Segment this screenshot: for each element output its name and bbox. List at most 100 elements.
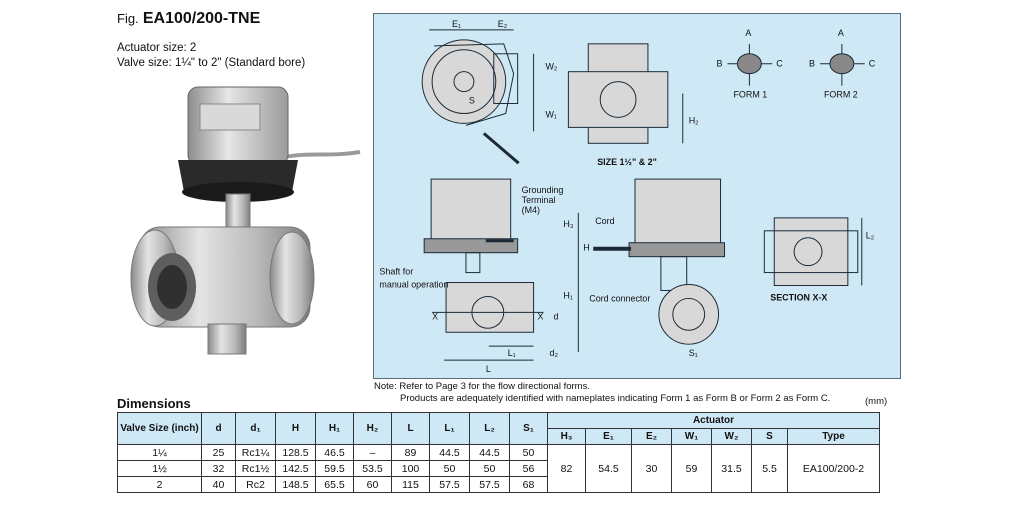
actuator-size-text: Actuator size: 2	[117, 42, 197, 54]
note-line-2: Products are adequately identified with …	[400, 392, 831, 404]
label-d: d	[553, 311, 558, 321]
header-w1: W₁	[671, 428, 712, 445]
label-cord-connector: Cord connector	[589, 293, 650, 303]
header-w2: W₂	[711, 428, 752, 445]
header-e2: E₂	[631, 428, 672, 445]
cell-h: 148.5	[275, 476, 316, 493]
cell-h1: 59.5	[315, 460, 354, 477]
figure-title: Fig. EA100/200-TNE	[117, 10, 260, 28]
cell-h3: 82	[547, 444, 586, 493]
label-section: SECTION X-X	[770, 292, 827, 302]
cell-l2: 44.5	[469, 444, 510, 461]
cell-h1: 65.5	[315, 476, 354, 493]
cell-type: EA100/200-2	[787, 444, 880, 493]
header-l1: L₁	[429, 412, 470, 445]
label-b-form1: B	[717, 59, 723, 69]
label-s1: S₁	[689, 348, 698, 358]
cell-d1: Rc1¼	[235, 444, 276, 461]
label-a-form1: A	[745, 28, 751, 38]
cell-l2: 57.5	[469, 476, 510, 493]
cell-d: 32	[201, 460, 236, 477]
header-s: S	[751, 428, 788, 445]
cell-h2: 60	[353, 476, 392, 493]
cell-h: 142.5	[275, 460, 316, 477]
header-h: H	[275, 412, 316, 445]
cell-l1: 50	[429, 460, 470, 477]
figure-model: EA100/200-TNE	[142, 10, 261, 27]
label-h2: H₂	[689, 115, 699, 125]
valve-product-photo	[130, 86, 361, 355]
label-grounding-1: Grounding	[522, 185, 564, 195]
cell-h: 128.5	[275, 444, 316, 461]
cell-l: 115	[391, 476, 430, 493]
label-a-form2: A	[838, 28, 844, 38]
cell-w1: 59	[671, 444, 712, 493]
label-grounding-3: (M4)	[522, 205, 540, 215]
cell-l2: 50	[469, 460, 510, 477]
header-d1: d₁	[235, 412, 276, 445]
cell-d1: Rc1½	[235, 460, 276, 477]
technical-drawing: E₁ E₂ W₂ W₁ S H₂ SIZE 1½" & 2" A A B C B…	[373, 13, 901, 379]
label-form1: FORM 1	[733, 90, 767, 100]
dimensions-table: Valve Size (inch) d d₁ H H₁ H₂ L L₁ L₂ S…	[117, 412, 880, 493]
header-s1: S₁	[509, 412, 548, 445]
label-d2: d₂	[549, 348, 558, 358]
header-actuator: Actuator	[547, 412, 880, 429]
label-w1: W₁	[546, 109, 557, 119]
notes: Note: Refer to Page 3 for the flow direc…	[374, 381, 830, 404]
cell-h1: 46.5	[315, 444, 354, 461]
label-cord: Cord	[595, 216, 614, 226]
cell-l1: 44.5	[429, 444, 470, 461]
label-e1: E₁	[452, 19, 461, 29]
label-l1: L₁	[508, 348, 516, 358]
cell-s1: 56	[509, 460, 548, 477]
label-size-note: SIZE 1½" & 2"	[597, 157, 657, 167]
label-x-right: X	[538, 311, 544, 321]
table-row: 1¼ 25 Rc1¼ 128.5 46.5 – 89 44.5 44.5 50 …	[117, 444, 880, 493]
label-b-form2: B	[809, 59, 815, 69]
cell-d: 25	[201, 444, 236, 461]
cell-size: 1¼	[117, 444, 202, 461]
cell-s1: 50	[509, 444, 548, 461]
label-l2: L₂	[866, 231, 875, 241]
cell-l: 89	[391, 444, 430, 461]
table-row: 2 40 Rc2 148.5 65.5 60 115 57.5 57.5 68	[117, 476, 880, 493]
header-valve-size: Valve Size (inch)	[117, 412, 202, 445]
header-l2: L₂	[469, 412, 510, 445]
label-form2: FORM 2	[824, 90, 858, 100]
label-shaft-1: Shaft for	[379, 267, 413, 277]
table-row: 1½ 32 Rc1½ 142.5 59.5 53.5 100 50 50 56	[117, 460, 880, 477]
label-w2: W₂	[546, 62, 558, 72]
label-e2: E₂	[498, 19, 508, 29]
label-h1: H₁	[563, 290, 572, 300]
label-h3: H₃	[563, 219, 573, 229]
header-type: Type	[787, 428, 880, 445]
cell-l: 100	[391, 460, 430, 477]
header-l: L	[391, 412, 430, 445]
header-h1: H₁	[315, 412, 354, 445]
label-grounding-2: Terminal	[522, 195, 556, 205]
cell-w2: 31.5	[711, 444, 752, 493]
dimensions-heading: Dimensions	[117, 396, 191, 411]
cell-l1: 57.5	[429, 476, 470, 493]
cell-s: 5.5	[751, 444, 788, 493]
cell-e1: 54.5	[585, 444, 632, 493]
label-s: S	[469, 96, 475, 106]
note-line-1: Note: Refer to Page 3 for the flow direc…	[374, 381, 590, 392]
header-e1: E₁	[585, 428, 632, 445]
cell-h2: –	[353, 444, 392, 461]
unit-label: (mm)	[865, 396, 888, 407]
header-h2: H₂	[353, 412, 392, 445]
cell-e2: 30	[631, 444, 672, 493]
cell-d: 40	[201, 476, 236, 493]
valve-size-text: Valve size: 1¼" to 2" (Standard bore)	[117, 57, 306, 69]
cell-size: 1½	[117, 460, 202, 477]
label-c-form1: C	[776, 59, 783, 69]
cell-s1: 68	[509, 476, 548, 493]
label-x-left: X	[432, 311, 438, 321]
cell-size: 2	[117, 476, 202, 493]
label-h: H	[583, 243, 589, 253]
header-h3: H₃	[547, 428, 586, 445]
figure-prefix: Fig.	[117, 11, 139, 26]
label-l: L	[486, 364, 491, 374]
